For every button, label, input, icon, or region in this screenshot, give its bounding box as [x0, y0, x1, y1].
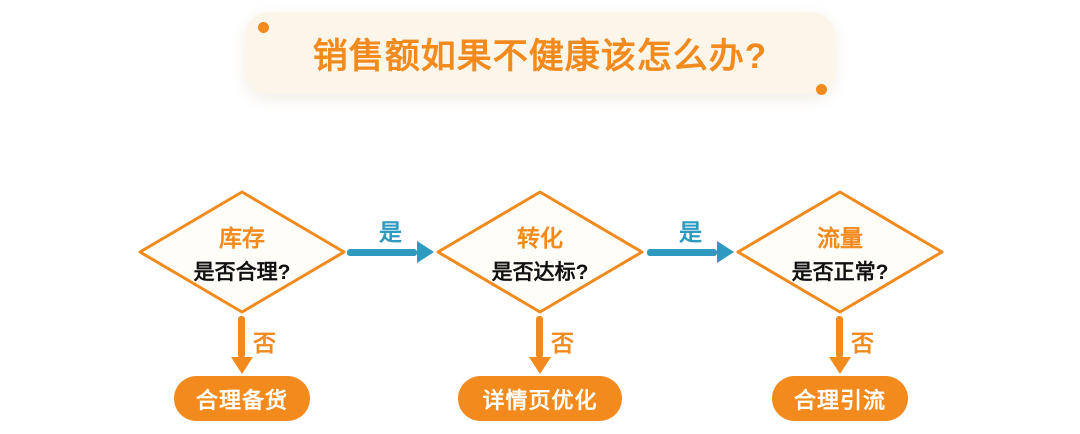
diamond-shape	[436, 190, 644, 314]
decision-question: 是否合理?	[193, 260, 291, 284]
decision-text: 库存 是否合理?	[137, 189, 347, 315]
no-arrow-head-icon	[231, 357, 253, 374]
decision-keyword: 流量	[817, 224, 863, 251]
decision-node-traffic: 流量 是否正常?	[735, 189, 945, 315]
yes-arrow-head-icon	[417, 241, 434, 263]
yes-label: 是	[679, 219, 702, 245]
diamond-shape	[138, 190, 346, 314]
decision-text: 流量 是否正常?	[735, 189, 945, 315]
title-banner: 销售额如果不健康该怎么办?	[245, 12, 835, 94]
yes-arrow-head-icon	[717, 241, 734, 263]
yes-arrow-line	[347, 249, 417, 256]
yes-arrow-line	[647, 249, 717, 256]
decorative-dot-top-left	[258, 22, 269, 33]
no-arrow-line	[836, 316, 843, 358]
yes-label: 是	[379, 219, 402, 245]
no-arrow-head-icon	[829, 357, 851, 374]
no-arrow-line	[536, 316, 543, 358]
no-arrow-head-icon	[529, 357, 551, 374]
no-label: 否	[851, 330, 874, 356]
decorative-dot-bottom-right	[816, 84, 827, 95]
decision-keyword: 转化	[517, 224, 563, 251]
decision-question: 是否达标?	[491, 260, 589, 284]
decision-node-conversion: 转化 是否达标?	[435, 189, 645, 315]
action-node-detail-page: 详情页优化	[458, 376, 622, 421]
action-node-traffic-attraction: 合理引流	[772, 376, 908, 421]
no-label: 否	[253, 330, 276, 356]
no-arrow-line	[238, 316, 245, 358]
decision-text: 转化 是否达标?	[435, 189, 645, 315]
decision-keyword: 库存	[219, 224, 265, 251]
decision-question: 是否正常?	[791, 260, 889, 284]
page-title: 销售额如果不健康该怎么办?	[312, 36, 768, 76]
no-label: 否	[551, 330, 574, 356]
action-node-stocking: 合理备货	[174, 376, 310, 421]
decision-node-inventory: 库存 是否合理?	[137, 189, 347, 315]
diamond-shape	[736, 190, 944, 314]
